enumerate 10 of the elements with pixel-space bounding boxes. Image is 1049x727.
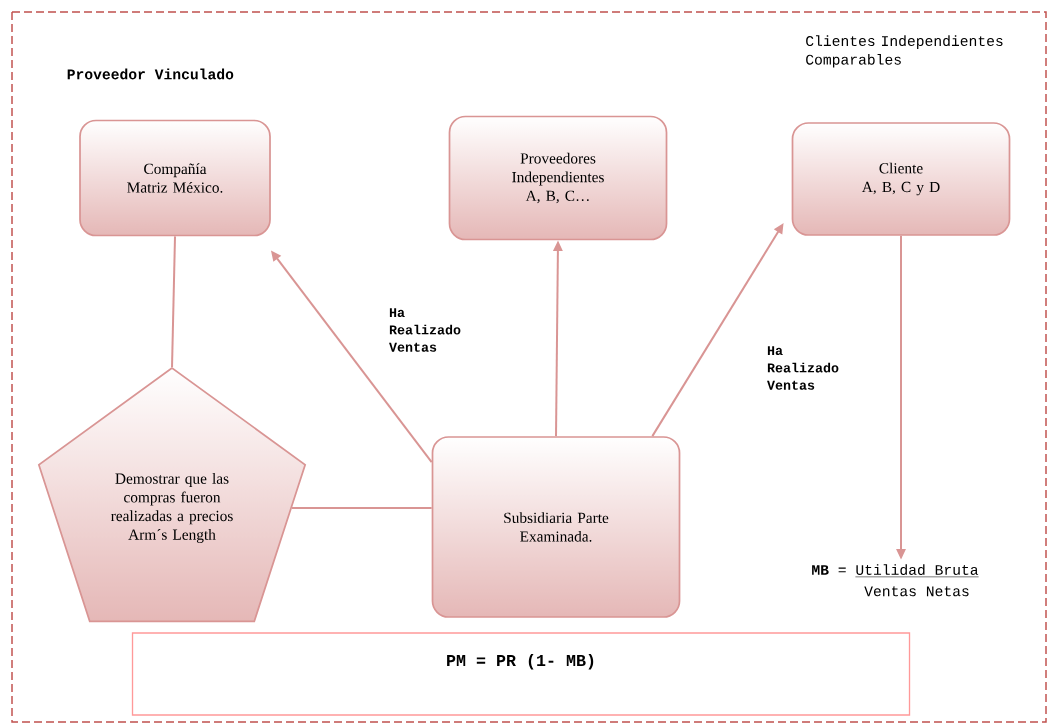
process-box: Proveedores Independientes A, B, C… xyxy=(448,115,668,241)
process-box: Compañía Matriz México. xyxy=(79,119,271,237)
heading: Proveedor Vinculado xyxy=(67,68,234,80)
process-box: Subsidiaria Parte Examinada. xyxy=(431,436,681,618)
formula-text: MB = Utilidad Bruta Ventas Netas xyxy=(812,564,979,597)
formula-box: PM = PR (1- MB) xyxy=(131,632,911,716)
edge-label: Ha Realizado Ventas xyxy=(765,344,851,392)
edge-label: Ha Realizado Ventas xyxy=(387,306,473,354)
process-box: Cliente A, B, C y D xyxy=(791,122,1011,236)
heading: Clientes Independientes Comparables xyxy=(806,35,1003,68)
